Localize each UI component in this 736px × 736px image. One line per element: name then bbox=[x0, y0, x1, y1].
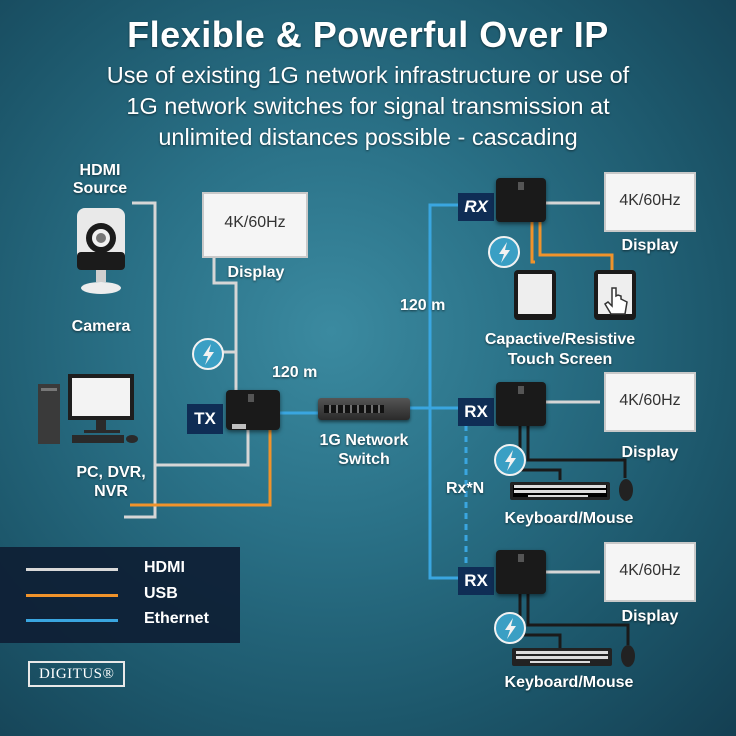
ethernet-trunk-rx1 bbox=[428, 203, 460, 408]
rx-top-display-resolution: 4K/60Hz bbox=[619, 192, 681, 209]
rx-bottom-display-resolution: 4K/60Hz bbox=[619, 562, 681, 579]
hdmi-line-sources bbox=[124, 201, 157, 519]
page-title: Flexible & Powerful Over IP bbox=[127, 14, 609, 55]
touch-screen-label-2: Touch Screen bbox=[507, 351, 613, 368]
digitus-logo: DIGITUS® bbox=[28, 661, 126, 687]
legend-usb-label: USB bbox=[144, 585, 178, 602]
rx-mid-badge: RX bbox=[458, 398, 494, 426]
rx-bottom-display-icon: 4K/60Hz bbox=[604, 542, 696, 602]
legend-ethernet-swatch bbox=[26, 619, 118, 622]
tx-display-icon: 4K/60Hz bbox=[202, 192, 308, 258]
usb-line-tx bbox=[130, 430, 272, 507]
rx-bottom-display-label: Display bbox=[621, 608, 679, 625]
legend-usb-swatch bbox=[26, 594, 118, 597]
pc-label-1: PC, DVR, bbox=[76, 464, 146, 481]
tx-cable-length: 120 m bbox=[272, 364, 318, 381]
rx-mid-periph-label: Keyboard/Mouse bbox=[504, 510, 634, 527]
tx-badge: TX bbox=[187, 404, 223, 434]
hdmi-line-tx-display bbox=[212, 258, 238, 395]
tx-display-label: Display bbox=[227, 264, 285, 281]
usb-line-rx1-tablet bbox=[530, 222, 535, 264]
rx-bottom-keyboard-mouse-icon bbox=[512, 645, 635, 667]
network-switch-device bbox=[318, 398, 410, 420]
subtitle-line-1: Use of existing 1G network infrastructur… bbox=[106, 62, 630, 88]
camera-icon bbox=[77, 208, 125, 294]
rx-mid-display-icon: 4K/60Hz bbox=[604, 372, 696, 432]
legend-ethernet-label: Ethernet bbox=[144, 610, 209, 627]
mouse-cable-rx2 bbox=[526, 425, 627, 478]
legend-hdmi-label: HDMI bbox=[144, 559, 185, 576]
hdmi-line-pc bbox=[155, 430, 250, 467]
rx-bottom-extender-device bbox=[496, 550, 546, 594]
tx-extender-device bbox=[226, 390, 280, 430]
rx-top-power-icon bbox=[488, 236, 520, 268]
rx-mid-keyboard-mouse-icon bbox=[510, 479, 633, 501]
rx-top-badge: RX bbox=[458, 193, 494, 221]
mouse-cable-rx3 bbox=[526, 592, 630, 645]
hdmi-source-label-2: Source bbox=[72, 180, 128, 197]
subtitle-line-3: unlimited distances possible - cascading bbox=[158, 124, 578, 150]
rx-bottom-periph-label: Keyboard/Mouse bbox=[504, 674, 634, 691]
kbd-cable-rx3 bbox=[518, 592, 562, 648]
cascade-label: Rx*N bbox=[446, 480, 485, 497]
switch-label-2: Switch bbox=[338, 451, 390, 468]
touch-screen-icons bbox=[514, 270, 636, 320]
rx-top-extender-device bbox=[496, 178, 546, 222]
rx-top-display-icon: 4K/60Hz bbox=[604, 172, 696, 232]
touch-screen-label-1: Capactive/Resistive bbox=[484, 331, 636, 348]
pc-icon bbox=[38, 374, 138, 444]
vertical-cable-length: 120 m bbox=[400, 297, 446, 314]
legend: HDMI USB Ethernet bbox=[0, 547, 240, 643]
rx-top-display-label: Display bbox=[621, 237, 679, 254]
pc-label-2: NVR bbox=[94, 483, 128, 500]
tx-power-icon bbox=[192, 338, 224, 370]
hdmi-source-label-1: HDMI bbox=[79, 162, 121, 179]
ethernet-switch-trunk bbox=[410, 406, 460, 580]
rx-bottom-badge: RX bbox=[458, 567, 494, 595]
kbd-cable-rx2 bbox=[518, 425, 562, 480]
camera-label: Camera bbox=[71, 318, 131, 335]
rx-mid-power-icon bbox=[494, 444, 526, 476]
tx-display-resolution: 4K/60Hz bbox=[224, 214, 286, 231]
legend-hdmi-swatch bbox=[26, 568, 118, 571]
rx-mid-display-resolution: 4K/60Hz bbox=[619, 392, 681, 409]
rx-mid-display-label: Display bbox=[621, 444, 679, 461]
subtitle-line-2: 1G network switches for signal transmiss… bbox=[126, 93, 610, 119]
rx-bottom-power-icon bbox=[494, 612, 526, 644]
rx-mid-extender-device bbox=[496, 382, 546, 426]
usb-line-rx1-touch bbox=[538, 222, 614, 272]
switch-label-1: 1G Network bbox=[319, 432, 409, 449]
